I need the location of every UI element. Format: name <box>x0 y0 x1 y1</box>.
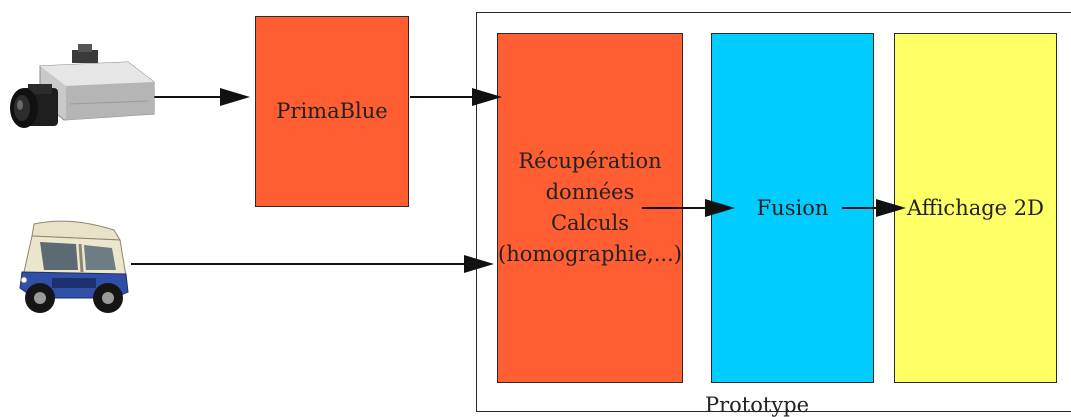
primablue-label: PrimaBlue <box>276 99 388 123</box>
recuperation-line-3: Calculs <box>550 211 630 235</box>
electric-cart-icon <box>19 220 129 313</box>
recuperation-text: Récupération données Calculs (homographi… <box>498 146 682 270</box>
recuperation-line-1: Récupération <box>518 149 662 173</box>
affichage-label: Affichage 2D <box>907 195 1044 220</box>
security-camera-icon <box>10 44 155 128</box>
recuperation-line-4: (homographie,...) <box>498 242 682 266</box>
arrow-primablue-to-recuperation <box>410 88 502 106</box>
affichage-box: Affichage 2D <box>894 33 1057 383</box>
arrow-fusion-to-affichage <box>842 199 906 217</box>
arrow-camera-to-primablue <box>154 88 250 106</box>
prototype-label: Prototype <box>705 393 810 417</box>
fusion-label: Fusion <box>756 195 829 220</box>
recuperation-line-2: données <box>545 180 635 204</box>
recuperation-box: Récupération données Calculs (homographi… <box>497 33 683 383</box>
arrow-vehicle-to-recuperation <box>131 255 494 273</box>
primablue-box: PrimaBlue <box>255 16 409 207</box>
arrow-recuperation-to-fusion <box>642 199 735 217</box>
